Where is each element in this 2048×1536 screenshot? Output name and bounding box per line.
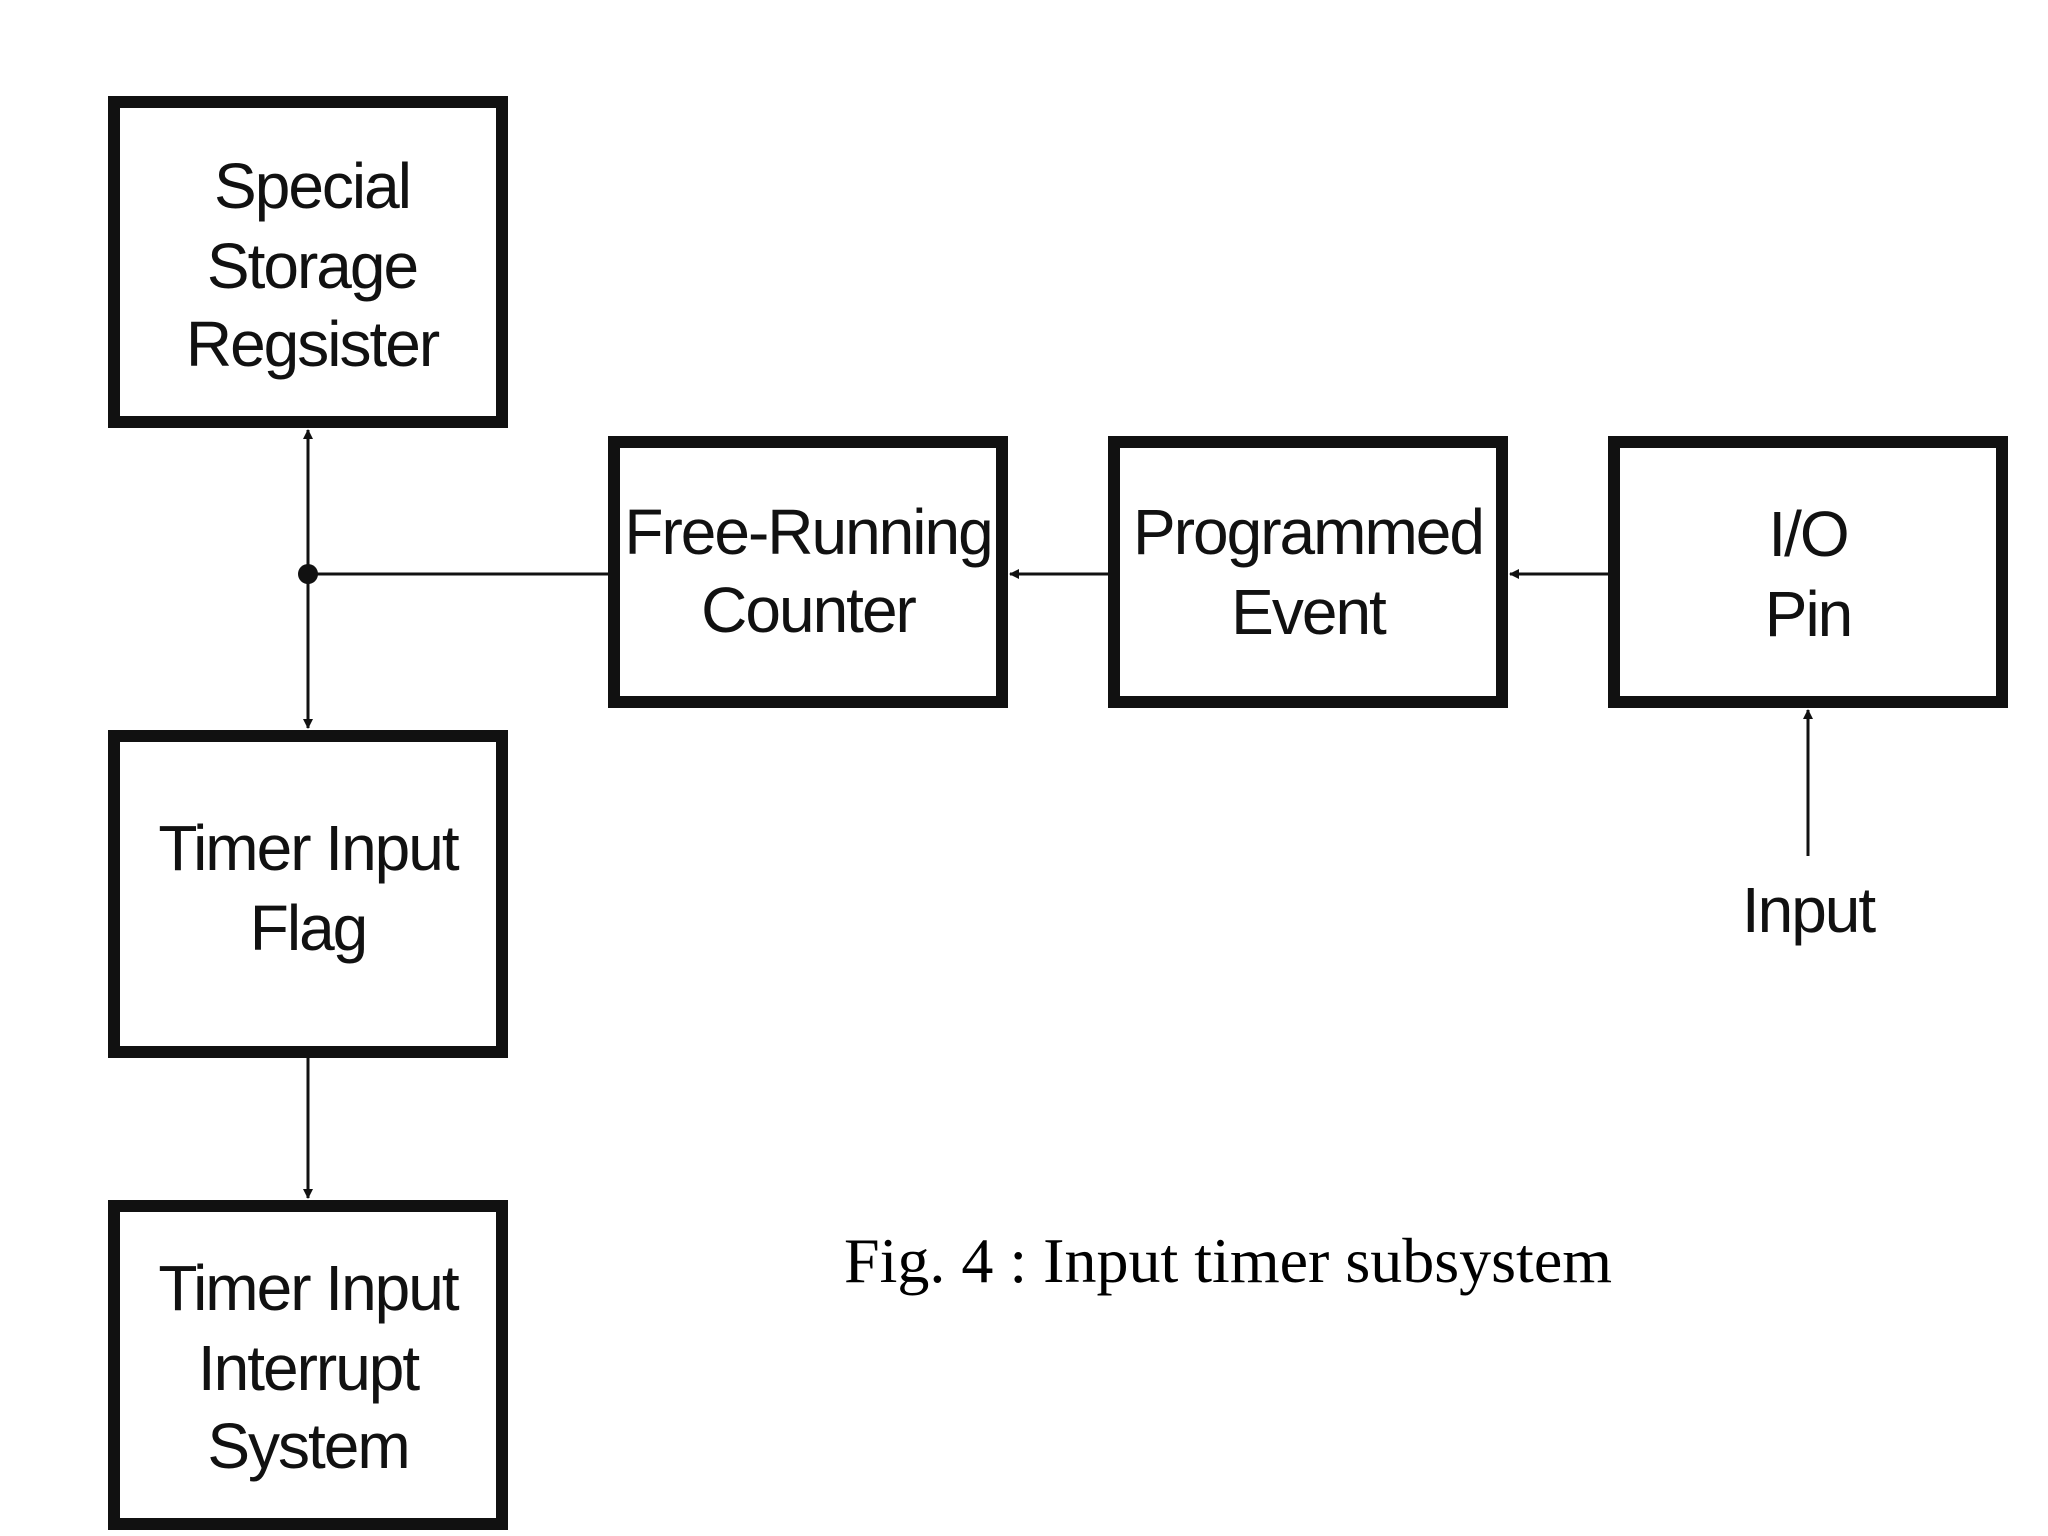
timer-input-interrupt-system-block: Timer Input Interrupt System: [108, 1200, 508, 1530]
free-running-counter-block: Free-Running Counter: [608, 436, 1008, 708]
flag-line-2: Flag: [250, 892, 367, 964]
figure-caption: Fig. 4 : Input timer subsystem: [844, 1225, 1612, 1296]
event-line-2: Event: [1231, 576, 1387, 648]
storage-line-3: Regsister: [186, 308, 440, 380]
counter-line-2: Counter: [701, 574, 916, 646]
io-pin-line-2: Pin: [1765, 578, 1852, 650]
interrupt-line-1: Timer Input: [158, 1252, 460, 1324]
input-label: Input: [1742, 874, 1877, 946]
programmed-event-block: Programmed Event: [1108, 436, 1508, 708]
storage-line-2: Storage: [207, 230, 417, 302]
special-storage-register-block: Special Storage Regsister: [108, 96, 508, 428]
counter-line-1: Free-Running: [624, 496, 991, 568]
storage-line-1: Special: [214, 150, 410, 222]
io-pin-block: I/O Pin: [1608, 436, 2008, 708]
flag-line-1: Timer Input: [158, 812, 460, 884]
interrupt-line-2: Interrupt: [198, 1332, 421, 1404]
interrupt-line-3: System: [207, 1410, 408, 1482]
io-pin-line-1: I/O: [1768, 498, 1847, 570]
timer-input-flag-block: Timer Input Flag: [108, 730, 508, 1058]
event-line-1: Programmed: [1133, 496, 1483, 568]
